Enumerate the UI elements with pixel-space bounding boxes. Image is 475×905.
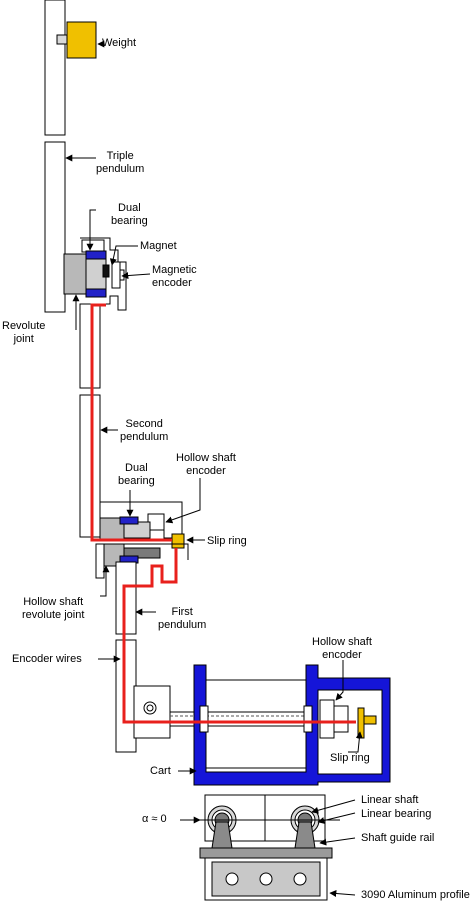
label-revolute-joint: Revolute joint (2, 320, 46, 345)
linear-bearings (180, 805, 340, 859)
encoder-wires-path (90, 303, 356, 724)
label-magnetic-encoder: Magnetic encoder (152, 264, 197, 289)
label-slip-ring-mid: Slip ring (207, 535, 247, 547)
label-first-pendulum: First pendulum (158, 606, 207, 631)
label-dual-bearing-top: Dual bearing (111, 202, 148, 227)
leader-arrows (65, 40, 363, 897)
second-pendulum-link (79, 303, 101, 538)
aluminum-profile (204, 857, 328, 901)
label-magnet: Magnet (140, 240, 177, 252)
label-slip-ring-cart: Slip ring (330, 752, 370, 764)
label-weight: Weight (102, 37, 137, 49)
top-revolute-joint (63, 237, 127, 311)
triple-pendulum-link (44, 0, 66, 313)
label-cart: Cart (150, 765, 171, 777)
label-aluminum-profile: 3090 Aluminum profile (361, 889, 470, 901)
weight-block (56, 21, 97, 59)
label-linear-shaft: Linear shaft (361, 794, 419, 806)
label-hollow-shaft-revolute-joint: Hollow shaft revolute joint (22, 596, 85, 621)
label-hollow-shaft-encoder-cart: Hollow shaft encoder (312, 636, 372, 661)
label-alpha: α ≈ 0 (142, 813, 167, 825)
label-linear-bearing: Linear bearing (361, 808, 432, 820)
label-shaft-guide-rail: Shaft guide rail (361, 832, 435, 844)
label-encoder-wires: Encoder wires (12, 653, 82, 665)
label-hollow-shaft-encoder-mid: Hollow shaft encoder (176, 452, 236, 477)
middle-joint (95, 501, 189, 579)
label-triple-pendulum: Triple pendulum (96, 150, 145, 175)
label-second-pendulum: Second pendulum (120, 418, 169, 443)
label-dual-bearing-mid: Dual bearing (118, 462, 155, 487)
